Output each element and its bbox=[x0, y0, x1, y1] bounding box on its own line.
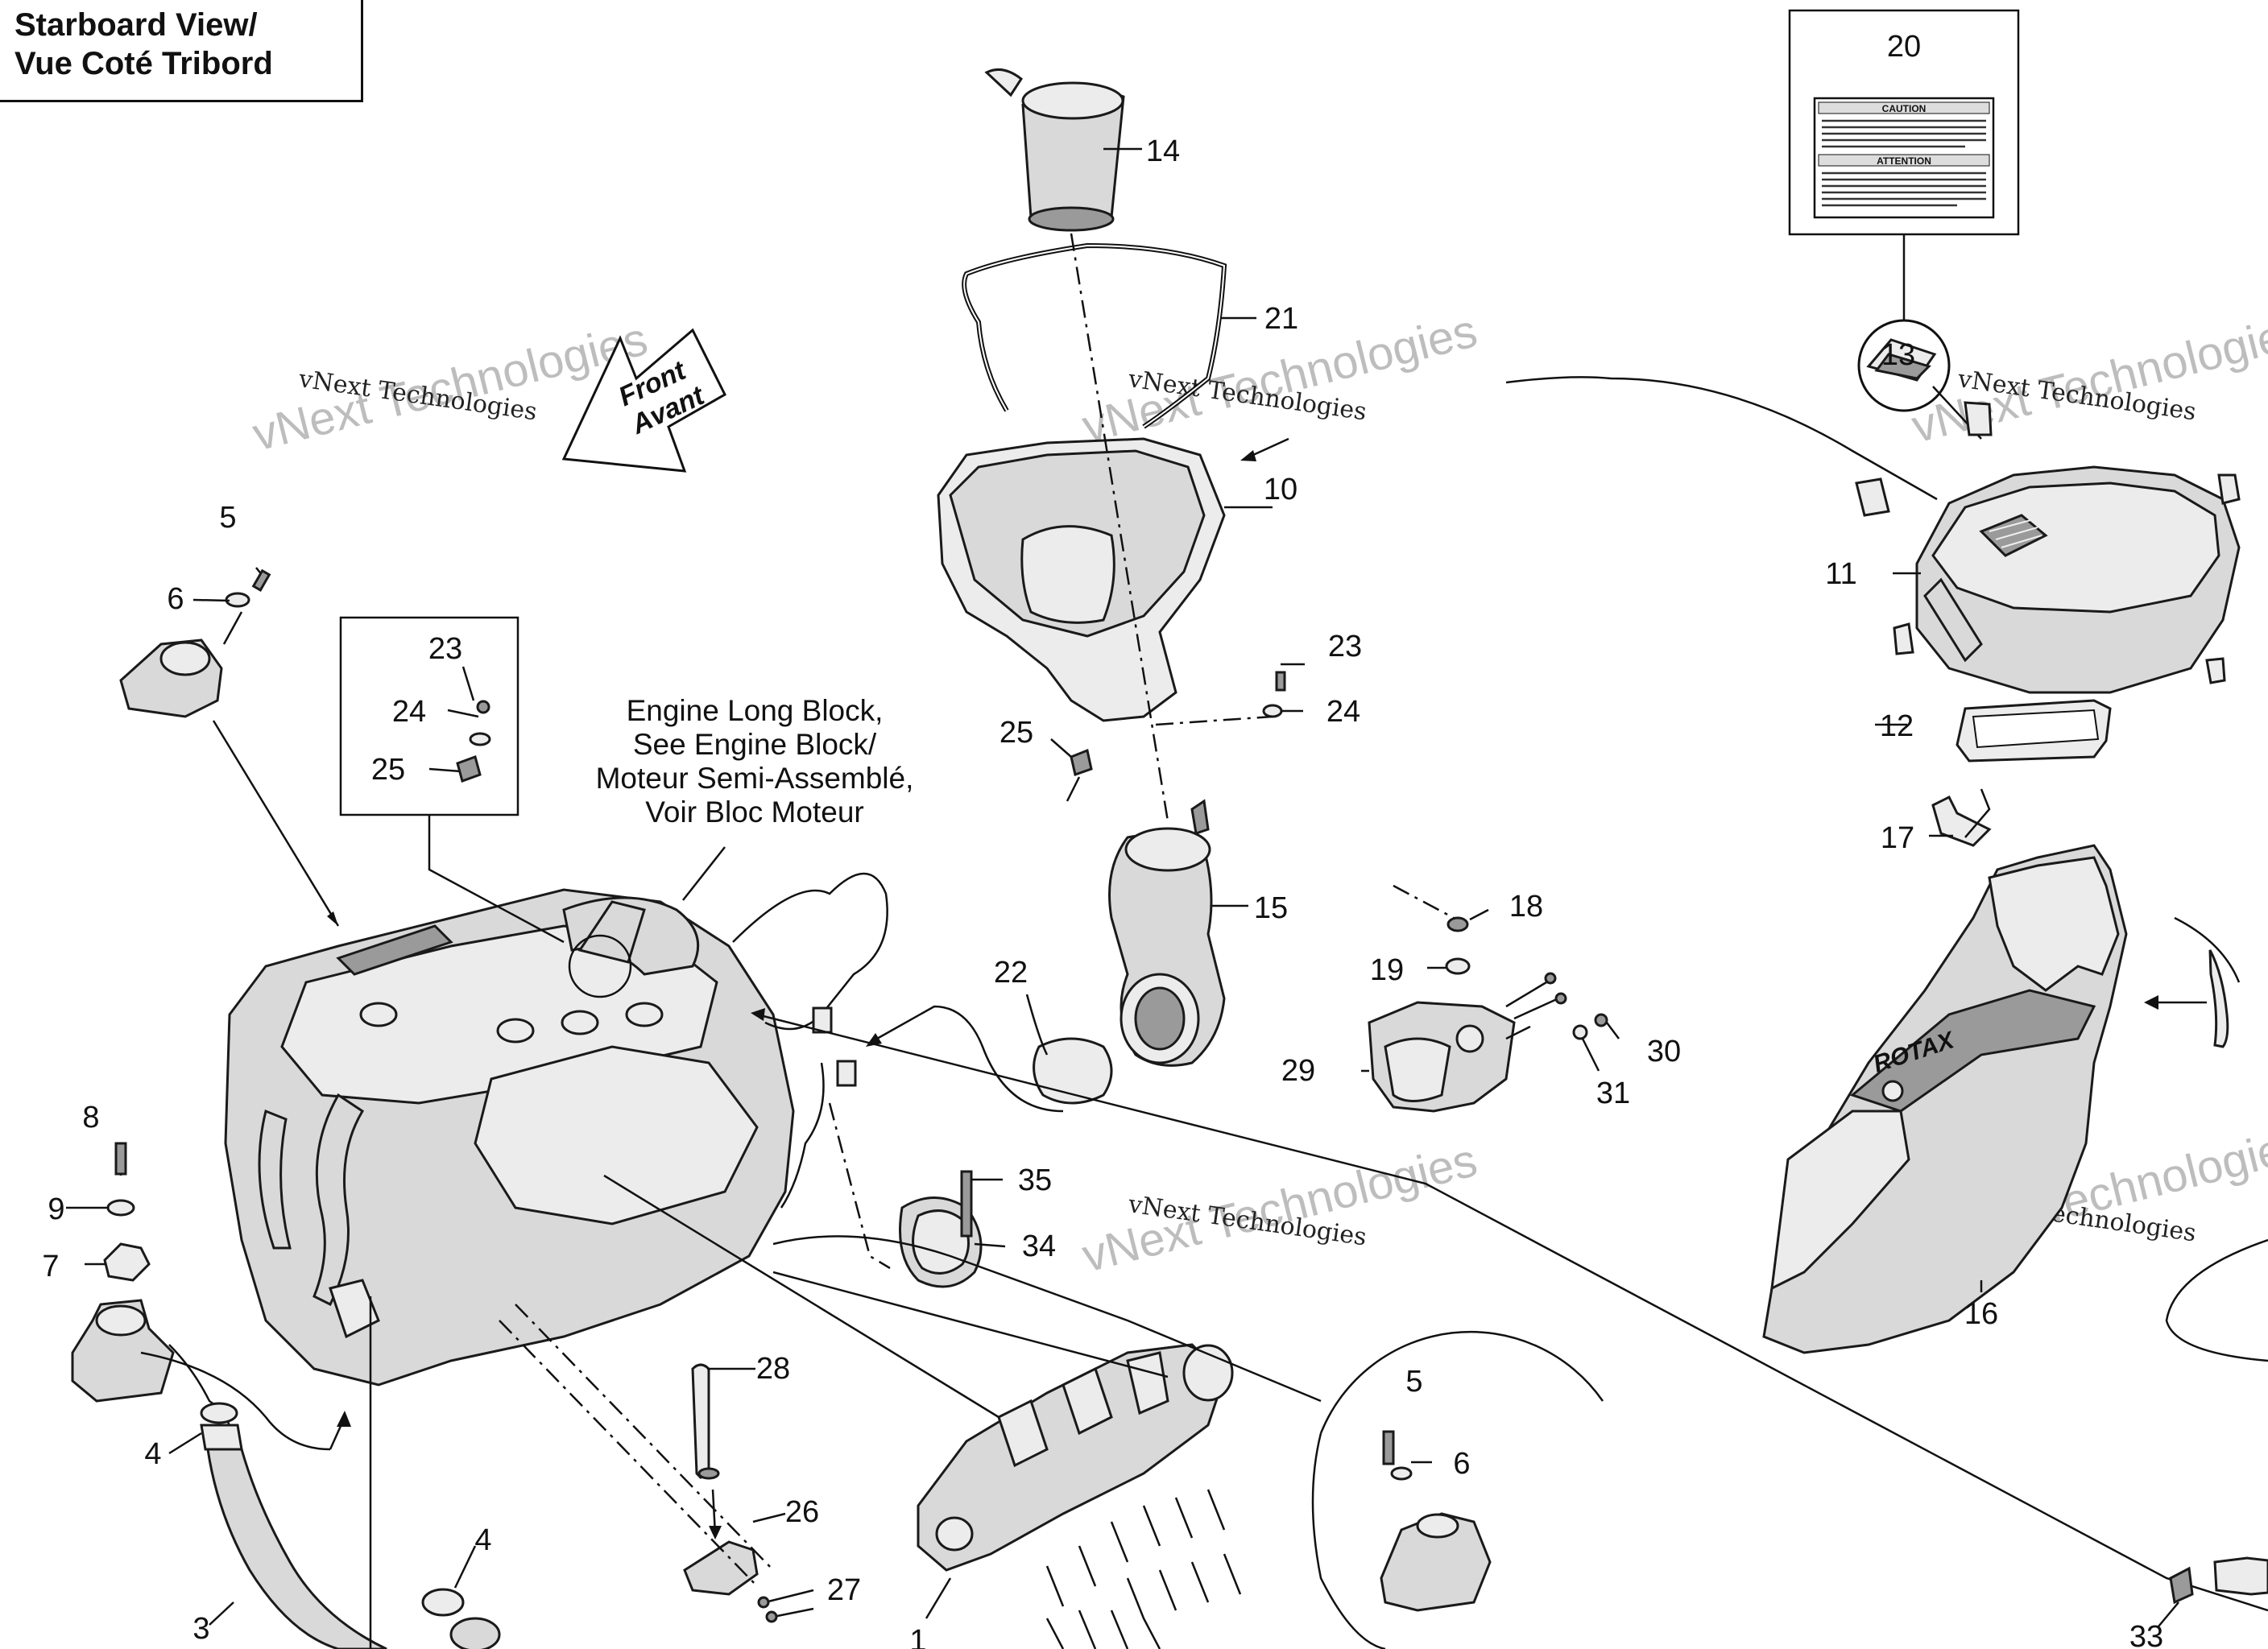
callout-26: 26 bbox=[785, 1495, 819, 1529]
exhaust-clamp: 35 34 bbox=[828, 1102, 1056, 1288]
view-title-line-1: Starboard View/ bbox=[14, 7, 258, 43]
callout-21: 21 bbox=[1264, 302, 1298, 336]
airbox-cover: 11 13 12 bbox=[1505, 338, 2241, 763]
engine-mount-top-left: 5 6 bbox=[119, 501, 340, 927]
engine-mount-left: 8 9 7 bbox=[42, 1101, 235, 1450]
intake-tube: 14 bbox=[984, 68, 1180, 232]
callout-35: 35 bbox=[1018, 1163, 1052, 1197]
fastener-detail-box-left: 23 24 25 bbox=[339, 616, 565, 944]
callout-1: 1 bbox=[909, 1624, 926, 1649]
callout-28: 28 bbox=[756, 1352, 790, 1386]
callout-29: 29 bbox=[1281, 1054, 1315, 1088]
hose-and-clamps: 4 3 4 bbox=[140, 1296, 501, 1649]
callout-33: 33 bbox=[2129, 1620, 2163, 1649]
callout-23-center: 23 bbox=[1328, 630, 1362, 663]
callout-4-left: 4 bbox=[144, 1437, 161, 1471]
engine-long-block bbox=[224, 872, 888, 1387]
callout-7: 7 bbox=[42, 1250, 59, 1283]
callout-17: 17 bbox=[1881, 821, 1914, 855]
airbox-bracket: 18 19 29 30 31 bbox=[1281, 884, 1681, 1113]
manifold-bolts bbox=[1045, 1489, 1242, 1649]
callout-3: 3 bbox=[192, 1612, 209, 1646]
view-title-box: Starboard View/ Vue Coté Tribord bbox=[0, 0, 363, 102]
callout-13: 13 bbox=[1881, 338, 1915, 372]
intake-duct: 15 22 bbox=[866, 799, 1288, 1113]
callout-10: 10 bbox=[1264, 473, 1297, 506]
callout-4-bottom: 4 bbox=[474, 1523, 491, 1557]
callout-5-bottom: 5 bbox=[1405, 1365, 1422, 1399]
long-leader-lines: 33 bbox=[751, 1008, 2268, 1649]
callout-30: 30 bbox=[1647, 1035, 1681, 1068]
callout-27: 27 bbox=[827, 1573, 861, 1607]
callout-25-box: 25 bbox=[371, 753, 405, 787]
callout-24-center: 24 bbox=[1326, 695, 1360, 729]
engine-long-block-note: Engine Long Block, See Engine Block/ Mot… bbox=[596, 694, 914, 901]
callout-5-left: 5 bbox=[219, 501, 236, 535]
callout-31: 31 bbox=[1596, 1077, 1630, 1110]
callout-25-center: 25 bbox=[999, 716, 1033, 750]
engine-mount-bottom: 5 6 bbox=[1311, 1330, 1604, 1649]
callout-14: 14 bbox=[1146, 134, 1180, 168]
callout-20: 20 bbox=[1887, 30, 1921, 64]
engine-note-line-1: Engine Long Block, bbox=[627, 694, 884, 727]
callout-9: 9 bbox=[48, 1192, 64, 1226]
intake-manifold: 1 bbox=[603, 1174, 1234, 1649]
callout-18: 18 bbox=[1509, 890, 1543, 924]
callout-19: 19 bbox=[1370, 953, 1404, 987]
callout-22: 22 bbox=[994, 956, 1028, 990]
dipstick-and-bracket: 28 26 27 bbox=[499, 1304, 861, 1623]
caution-label-detail: 20 CAUTION ATTENTION bbox=[1788, 9, 2020, 440]
callout-23-box: 23 bbox=[428, 632, 462, 666]
view-title-line-2: Vue Coté Tribord bbox=[14, 46, 273, 81]
attention-heading: ATTENTION bbox=[1877, 155, 1931, 167]
airbox-fasteners-center: 23 24 25 bbox=[999, 630, 1362, 802]
callout-15: 15 bbox=[1254, 891, 1288, 925]
callout-6-left: 6 bbox=[167, 582, 184, 616]
airbox-seal: 21 bbox=[962, 242, 1298, 429]
airbox-lower-housing: 10 bbox=[937, 233, 1297, 822]
callout-8: 8 bbox=[82, 1101, 99, 1134]
engine-note-line-2: See Engine Block/ bbox=[633, 728, 877, 761]
airbox-body: ROTAX 17 16 bbox=[1762, 788, 2268, 1362]
caution-heading: CAUTION bbox=[1882, 103, 1927, 114]
callout-24-box: 24 bbox=[392, 695, 426, 729]
callout-34: 34 bbox=[1022, 1230, 1056, 1263]
callout-11: 11 bbox=[1825, 557, 1856, 591]
callout-16: 16 bbox=[1964, 1297, 1998, 1331]
callout-12: 12 bbox=[1880, 709, 1914, 743]
engine-note-line-3: Moteur Semi-Assemblé, bbox=[596, 762, 914, 795]
engine-note-line-4: Voir Bloc Moteur bbox=[645, 796, 863, 829]
callout-6-bottom: 6 bbox=[1453, 1447, 1470, 1481]
